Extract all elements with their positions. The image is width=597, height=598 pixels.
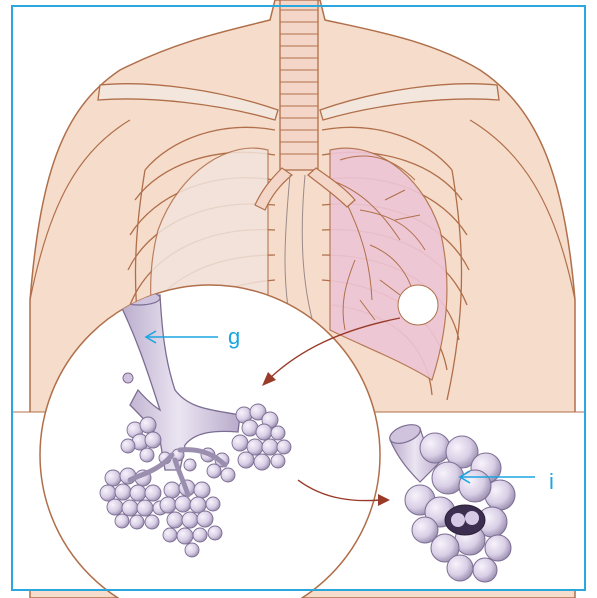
magnified-spot — [398, 285, 438, 325]
label-g: g — [228, 324, 240, 349]
label-i: i — [549, 469, 554, 494]
